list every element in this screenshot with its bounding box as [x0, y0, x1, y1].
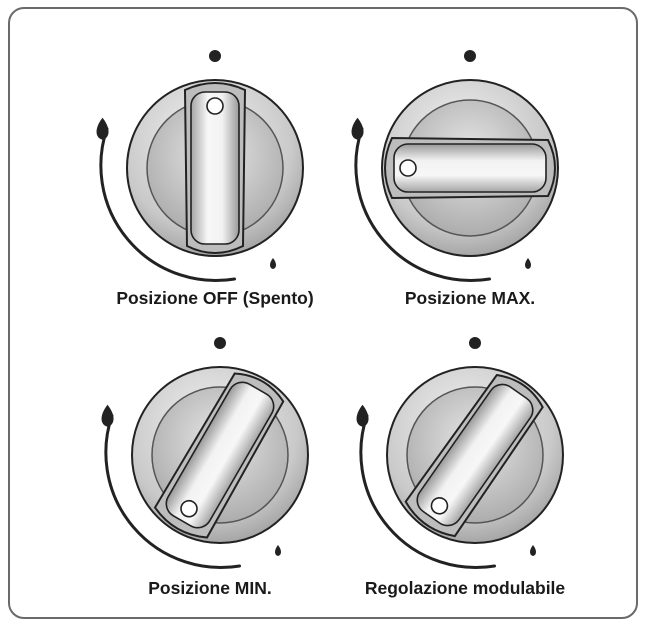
dot-marker-icon — [214, 337, 226, 349]
curved-arrow-icon — [99, 127, 237, 283]
small-flame-icon — [275, 545, 281, 556]
knob-1[interactable] — [96, 50, 304, 283]
handle-face — [393, 143, 547, 193]
knob-handle[interactable] — [183, 82, 247, 254]
indicator-circle-icon — [180, 499, 198, 518]
curved-arrow-icon — [359, 414, 497, 570]
handle-face — [165, 381, 275, 529]
dot-marker-icon — [464, 50, 476, 62]
indicator-circle-icon — [206, 97, 224, 115]
caption-off: Posizione OFF (Spento) — [116, 288, 314, 308]
caption-max: Posizione MAX. — [404, 288, 536, 308]
small-flame-icon — [530, 545, 536, 556]
caption-min: Posizione MIN. — [148, 578, 272, 598]
large-flame-icon — [356, 404, 369, 427]
knob-3[interactable] — [101, 337, 309, 570]
knob-2[interactable] — [351, 50, 559, 283]
large-flame-icon — [96, 117, 109, 140]
handle-face — [416, 383, 534, 527]
large-flame-icon — [101, 404, 114, 427]
knob-handle[interactable] — [402, 368, 549, 542]
large-flame-icon — [351, 117, 364, 140]
small-flame-icon — [525, 258, 531, 269]
dot-marker-icon — [469, 337, 481, 349]
small-flame-icon — [270, 258, 276, 269]
caption-modulabile: Regolazione modulabile — [364, 578, 566, 598]
indicator-circle-icon — [430, 496, 449, 515]
knob-handle[interactable] — [384, 136, 556, 200]
handle-face — [190, 91, 240, 245]
knob-handle[interactable] — [152, 366, 289, 543]
dot-marker-icon — [209, 50, 221, 62]
indicator-circle-icon — [399, 159, 417, 177]
curved-arrow-icon — [354, 127, 492, 283]
curved-arrow-icon — [104, 414, 242, 570]
knob-4[interactable] — [356, 337, 564, 570]
